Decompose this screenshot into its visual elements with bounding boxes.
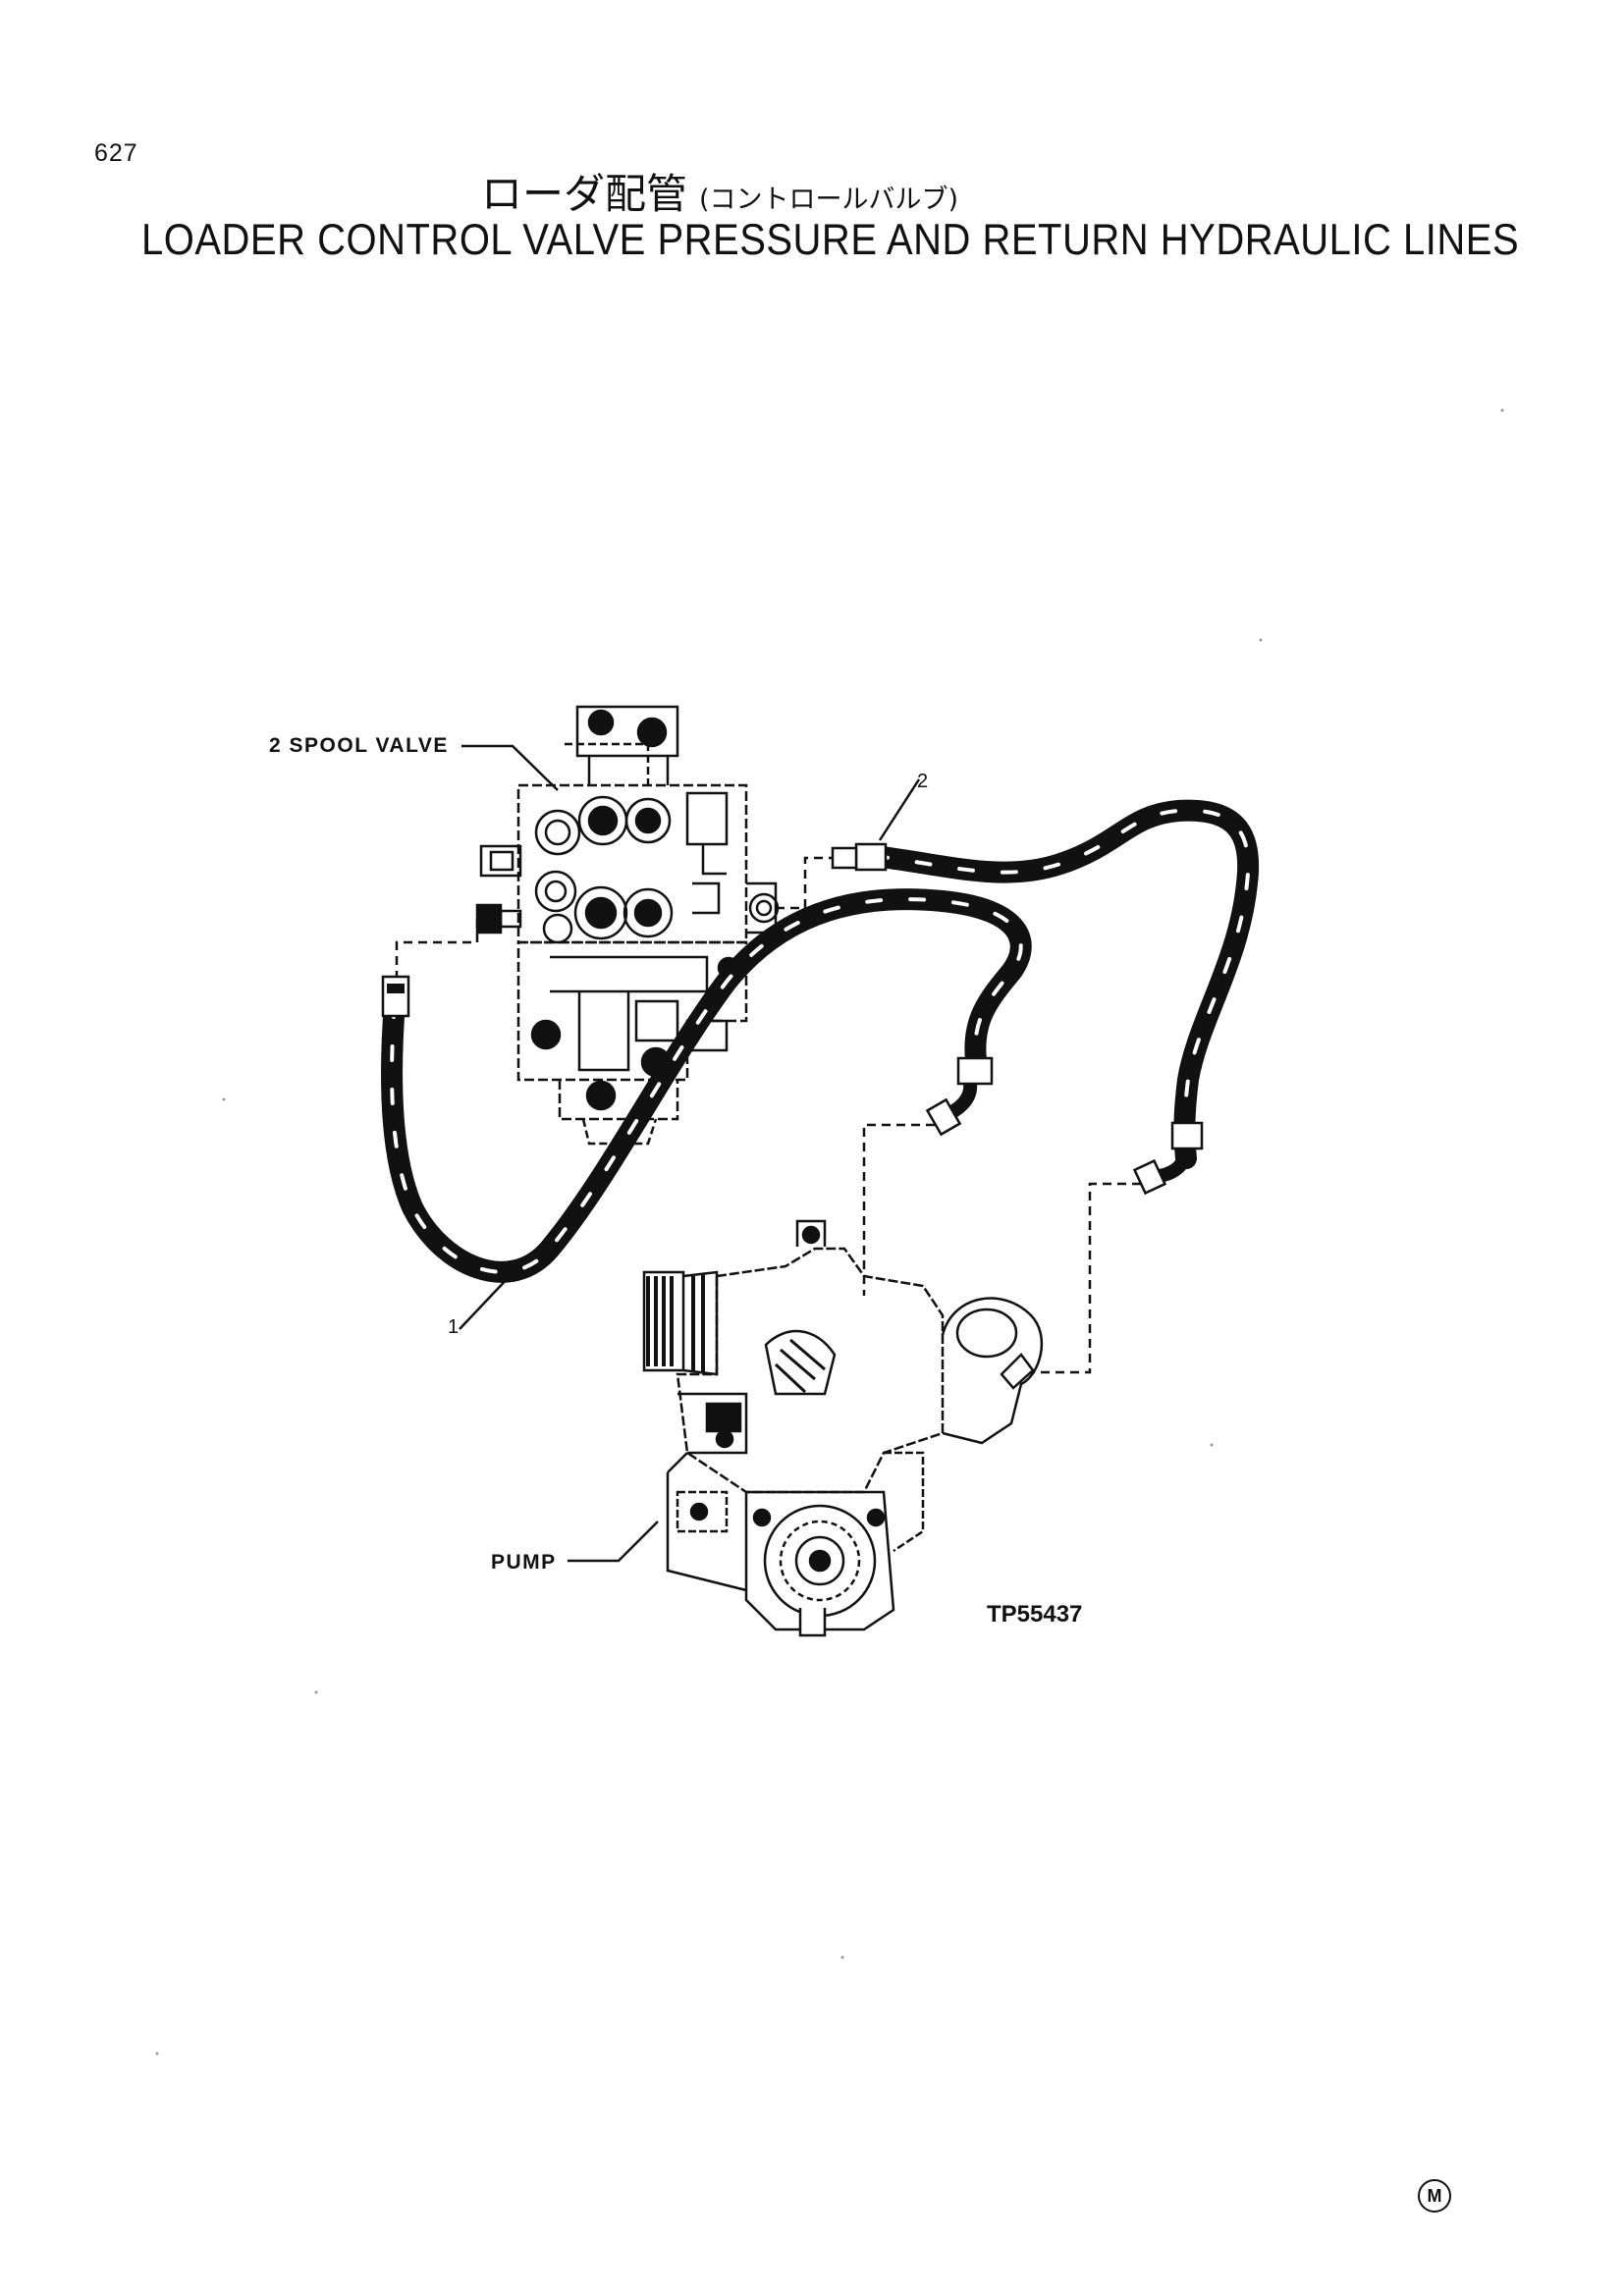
registered-mark: M xyxy=(1418,2179,1451,2213)
label-spool-valve: 2 SPOOL VALVE xyxy=(269,734,449,757)
leader-pump xyxy=(568,1521,659,1563)
pump-drawing xyxy=(642,1219,1044,1637)
connection-lines xyxy=(395,856,1141,1374)
page-number: 627 xyxy=(94,139,138,167)
hose-1 xyxy=(381,888,1032,1283)
hose-2 xyxy=(831,799,1260,1196)
label-item-1: 1 xyxy=(448,1316,459,1338)
label-item-2: 2 xyxy=(917,771,928,792)
leader-spool-valve xyxy=(461,744,559,791)
title-japanese-main: ローダ配管 xyxy=(481,170,688,218)
spool-valve-drawing xyxy=(475,705,780,1146)
scan-specks xyxy=(155,408,1504,2056)
leader-item-1 xyxy=(459,1254,531,1330)
leader-item-2 xyxy=(878,778,921,841)
label-pump: PUMP xyxy=(491,1551,557,1574)
title-japanese-sub: (コントロールバルブ) xyxy=(699,185,959,215)
drawing-number: TP55437 xyxy=(987,1601,1082,1628)
title-english: LOADER CONTROL VALVE PRESSURE AND RETURN… xyxy=(141,216,1520,265)
leader-lines xyxy=(459,744,921,1563)
title-japanese: ローダ配管 (コントロールバルブ) xyxy=(481,161,958,221)
